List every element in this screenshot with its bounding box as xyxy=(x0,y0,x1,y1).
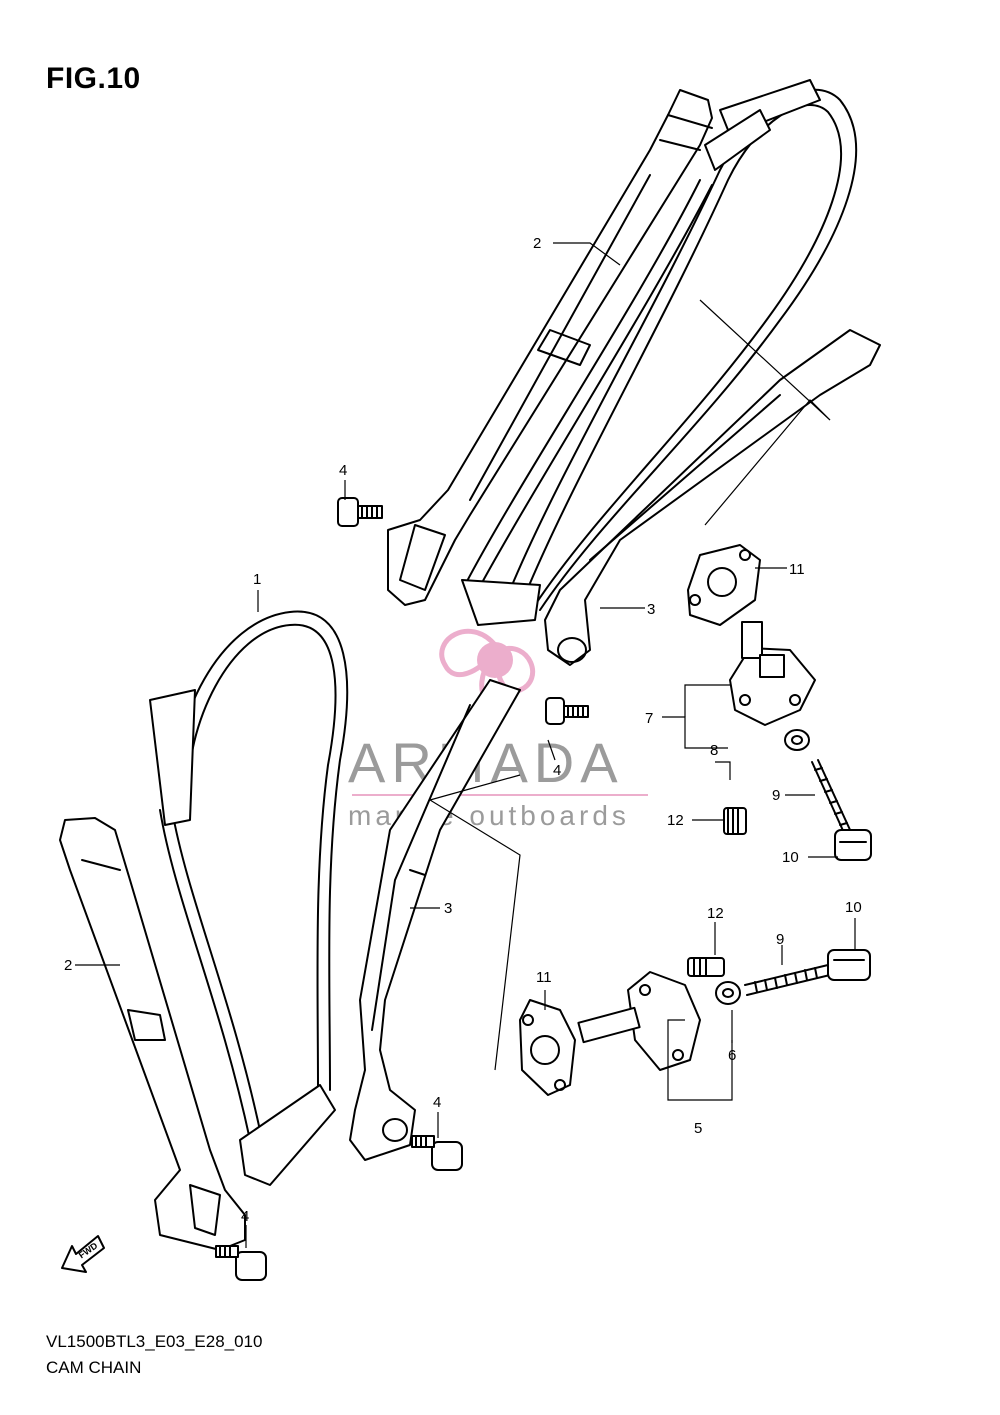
leader-lines xyxy=(75,242,856,1248)
guide-bolt-center xyxy=(545,697,589,725)
lower-cam-chain xyxy=(149,610,349,1186)
upper-tensioner-gasket xyxy=(687,544,761,626)
callout-4-lower-left: 4 xyxy=(241,1208,249,1225)
diagram-code: VL1500BTL3_E03_E28_010 xyxy=(46,1332,263,1351)
callout-9-upper: 9 xyxy=(772,787,780,804)
upper-tensioner-bolt-small xyxy=(723,807,747,835)
forward-direction-arrow: FWD xyxy=(61,1235,105,1273)
callout-3-upper: 3 xyxy=(647,601,655,618)
callout-3-lower: 3 xyxy=(444,900,452,917)
guide-bolt-lower-left xyxy=(215,1245,267,1281)
lower-tensioner-bolt-small xyxy=(687,957,725,977)
upper-tensioner-arm xyxy=(544,329,881,666)
watermark-logo: ARMADA marine outboards xyxy=(348,628,648,831)
lower-tensioner-arm xyxy=(349,679,521,1161)
callout-11-upper: 11 xyxy=(789,561,805,578)
propeller-hub xyxy=(477,642,513,678)
upper-tensioner-cap-bolt xyxy=(834,829,872,861)
upper-tensioner-body xyxy=(729,621,816,726)
callout-6: 6 xyxy=(728,1047,736,1064)
callout-7: 7 xyxy=(645,710,653,727)
diagram-caption: CAM CHAIN xyxy=(46,1358,142,1377)
callout-2-upper: 2 xyxy=(533,235,541,252)
guide-bolt-upper-left xyxy=(337,497,383,527)
lower-tensioner-washer xyxy=(715,981,741,1005)
callout-8: 8 xyxy=(710,742,718,759)
callout-10-upper: 10 xyxy=(782,849,799,866)
upper-tensioner-washer xyxy=(784,729,810,751)
callout-9-lower: 9 xyxy=(776,931,784,948)
upper-cam-chain xyxy=(461,79,858,626)
callout-5: 5 xyxy=(694,1120,702,1137)
watermark-tagline: marine outboards xyxy=(348,800,630,831)
callout-4-upper: 4 xyxy=(339,462,347,479)
lower-tensioner-gasket xyxy=(519,999,576,1096)
figure-title: FIG.10 xyxy=(46,62,141,95)
lower-tensioner-spring xyxy=(744,964,831,996)
callout-1: 1 xyxy=(253,571,261,588)
callout-11-lower: 11 xyxy=(536,969,552,986)
lower-tensioner-body xyxy=(577,971,701,1071)
callout-10-lower: 10 xyxy=(845,899,862,916)
callout-4-center: 4 xyxy=(553,762,561,779)
lower-chain-guide xyxy=(59,817,246,1251)
callout-12-upper: 12 xyxy=(667,812,684,829)
callout-4-lower-mid: 4 xyxy=(433,1094,441,1111)
guide-bolt-lower-mid xyxy=(411,1135,463,1171)
upper-tensioner-spring xyxy=(811,759,852,836)
upper-chain-guide xyxy=(387,89,713,606)
callout-2-lower: 2 xyxy=(64,957,72,974)
lower-tensioner-cap-bolt xyxy=(827,949,871,981)
callout-12-lower: 12 xyxy=(707,905,724,922)
